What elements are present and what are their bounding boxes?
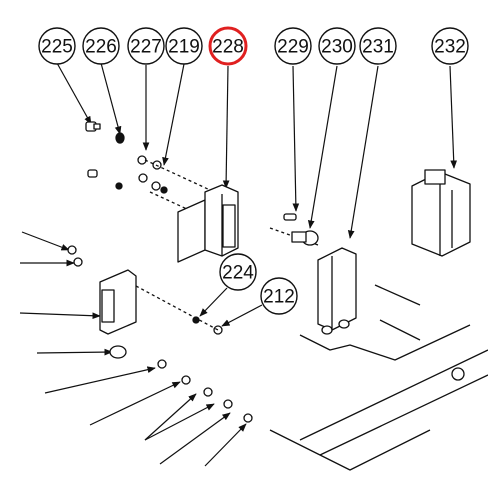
leader-left-3 (19, 312, 101, 320)
leader-226 (100, 62, 122, 135)
part-225-screw (85, 121, 101, 132)
callout-228: 228 (208, 26, 248, 66)
callout-circle (318, 27, 356, 65)
callout-label: 227 (130, 37, 162, 58)
leader-left-10 (204, 423, 247, 467)
base-frame (269, 284, 488, 471)
callout-225: 225 (38, 27, 76, 65)
leader-lines (19, 62, 458, 467)
callout-circle (165, 27, 203, 65)
callout-226: 226 (82, 27, 120, 65)
part-228-bracket (177, 184, 239, 263)
part-small-screw (87, 169, 123, 190)
callout-circle (82, 27, 120, 65)
callout-circle (359, 27, 397, 65)
part-left-screws (67, 245, 127, 359)
callout-label: 230 (321, 37, 353, 58)
callout-label: 226 (85, 37, 117, 58)
callout-label: 212 (263, 287, 295, 308)
parts-drawing (67, 121, 488, 471)
leader-224 (199, 287, 228, 317)
callout-224: 224 (219, 253, 257, 291)
part-231-housing (317, 247, 357, 335)
leader-left-1 (21, 231, 70, 251)
leader-225 (56, 62, 92, 125)
leader-230 (307, 65, 338, 229)
callout-circle (260, 277, 298, 315)
callout-label: 224 (222, 263, 254, 284)
part-224-212-screws (135, 285, 223, 335)
callout-circle (274, 27, 312, 65)
part-232-block (411, 169, 471, 257)
callout-230: 230 (318, 27, 356, 65)
part-229-230 (269, 213, 319, 246)
leader-left-6 (89, 381, 181, 426)
leader-left-4 (36, 348, 113, 356)
callout-label: 231 (362, 37, 394, 58)
leader-232 (449, 65, 458, 169)
leader-left-5 (44, 366, 156, 394)
callout-227: 227 (127, 27, 165, 65)
leader-219 (162, 63, 185, 166)
callout-231: 231 (359, 27, 397, 65)
callout-circle (38, 27, 76, 65)
callout-label: 219 (168, 37, 200, 58)
part-226-clip (115, 132, 125, 144)
callout-circle (127, 27, 165, 65)
callout-label: 232 (434, 37, 466, 58)
leader-left-8 (144, 403, 215, 441)
leader-229 (292, 65, 300, 212)
callout-circle (219, 253, 257, 291)
callout-circle (431, 27, 469, 65)
part-227-219-screws (137, 155, 168, 194)
callout-232: 232 (431, 27, 469, 65)
leader-228 (222, 65, 230, 189)
callout-229: 229 (274, 27, 312, 65)
callouts: 225 226 227 219 228 229 230 231 232 224 212 (38, 26, 469, 315)
leader-left-9 (159, 412, 231, 465)
leader-left-7 (144, 393, 197, 441)
leader-231 (347, 65, 379, 239)
leader-212 (221, 304, 263, 327)
callout-219: 219 (165, 27, 203, 65)
callout-label: 228 (212, 37, 244, 58)
callout-label: 229 (277, 37, 309, 58)
callout-212: 212 (260, 277, 298, 315)
callout-circle (208, 26, 248, 66)
part-left-plate (99, 269, 137, 335)
callout-label: 225 (41, 37, 73, 58)
part-bottom-screws (157, 359, 253, 423)
